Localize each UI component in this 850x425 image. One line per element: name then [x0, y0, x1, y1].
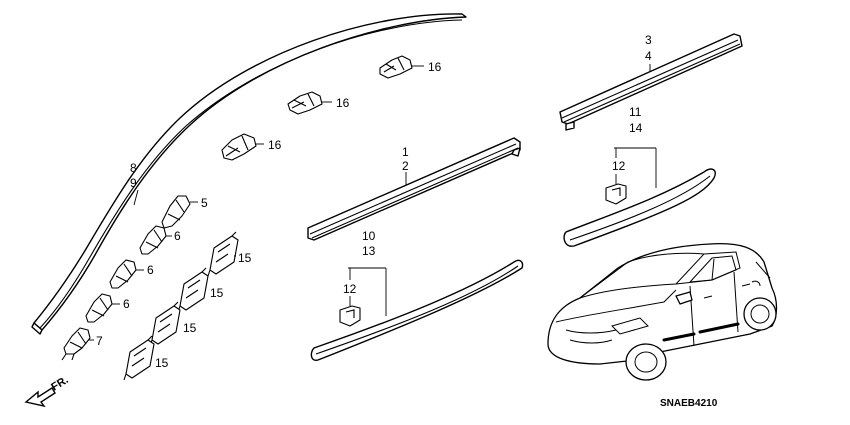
front-door-side-molding[interactable]: [310, 259, 524, 361]
bracket-15d[interactable]: [123, 335, 155, 381]
callout-15d: 15: [155, 356, 169, 370]
car-illustration: [547, 242, 778, 381]
callout-10: 10: [362, 229, 376, 243]
bracket-15a[interactable]: [207, 231, 239, 277]
callout-2: 2: [402, 159, 409, 173]
callout-16a: 16: [428, 60, 442, 74]
callout-6a: 6: [174, 229, 181, 243]
clip-6b[interactable]: [109, 259, 144, 289]
callout-9: 9: [130, 176, 137, 190]
diagram-code: SNAEB4210: [660, 398, 718, 409]
callout-4: 4: [645, 49, 652, 63]
roof-molding[interactable]: [31, 13, 467, 335]
callout-11: 11: [629, 105, 642, 119]
callout-6b: 6: [147, 263, 154, 277]
callout-3: 3: [645, 33, 652, 47]
callout-15b: 15: [210, 286, 224, 300]
front-door-belt-molding[interactable]: [307, 137, 521, 241]
callout-15a: 15: [238, 251, 252, 265]
callout-7: 7: [96, 334, 103, 348]
clip-6c[interactable]: [85, 293, 120, 323]
callout-13: 13: [362, 244, 376, 258]
callout-12b: 12: [612, 159, 626, 173]
clip-12a[interactable]: [339, 305, 361, 327]
bracket-15b[interactable]: [177, 267, 209, 313]
callout-16b: 16: [336, 96, 350, 110]
rear-door-side-molding[interactable]: [563, 168, 716, 247]
bracket-15c[interactable]: [149, 301, 181, 347]
callout-16c: 16: [268, 138, 282, 152]
rear-door-belt-molding[interactable]: [559, 33, 743, 131]
arrow-icon: [24, 387, 56, 408]
leader-11-14: [614, 147, 657, 188]
roof-clip-16c[interactable]: [221, 133, 264, 161]
callout-1: 1: [402, 145, 409, 159]
callout-14: 14: [629, 121, 643, 135]
callout-5: 5: [201, 196, 208, 210]
front-direction-indicator: FR.: [24, 374, 71, 408]
leader-8-9: [133, 189, 139, 206]
clip-12b[interactable]: [605, 183, 627, 205]
clip-6a[interactable]: [139, 225, 172, 255]
clip-5[interactable]: [161, 195, 198, 229]
callout-15c: 15: [183, 321, 197, 335]
callout-12a: 12: [343, 282, 357, 296]
callout-8: 8: [130, 161, 137, 175]
leader-10-13: [348, 267, 387, 316]
roof-clip-16b[interactable]: [287, 91, 332, 115]
clip-7[interactable]: [61, 327, 94, 361]
roof-clip-16a[interactable]: [379, 55, 424, 79]
callout-6c: 6: [123, 297, 130, 311]
